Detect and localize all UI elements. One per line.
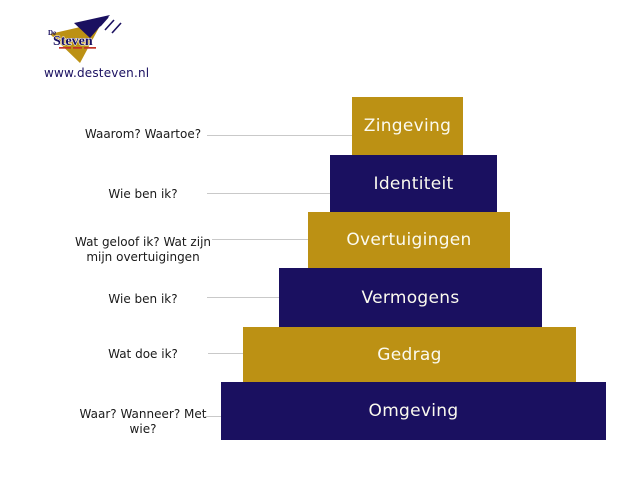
pyramid-level-label: Vermogens bbox=[361, 287, 460, 308]
question-label: Waar? Wanneer? Met wie? bbox=[79, 407, 207, 436]
desteven-logo: De Steven bbox=[48, 15, 122, 63]
logo-tagline-marks bbox=[59, 47, 96, 49]
connector-line bbox=[205, 416, 221, 417]
connector-line bbox=[212, 239, 308, 240]
pyramid-level-overtuigingen: Overtuigingen bbox=[308, 212, 510, 268]
question-label: Wie ben ik? bbox=[108, 187, 178, 201]
pyramid-level-label: Zingeving bbox=[363, 116, 452, 136]
pyramid-level-zingeving: Zingeving bbox=[352, 97, 463, 155]
pyramid-level-omgeving: Omgeving bbox=[221, 382, 606, 440]
logo-paper-plane-icon bbox=[74, 15, 110, 38]
connector-line bbox=[207, 135, 352, 136]
pyramid-level-identiteit: Identiteit bbox=[330, 155, 497, 212]
pyramid-level-label: Omgeving bbox=[368, 401, 459, 421]
connector-line bbox=[207, 193, 330, 194]
connector-line bbox=[207, 297, 279, 298]
question-label: Wat geloof ik? Wat zijn mijn overtuiging… bbox=[74, 235, 212, 264]
logo-brand-prefix: De bbox=[48, 29, 56, 37]
pyramid-level-gedrag: Gedrag bbox=[243, 327, 576, 382]
pyramid-level-label: Overtuigingen bbox=[346, 230, 472, 250]
connector-line bbox=[208, 353, 243, 354]
question-label: Wat doe ik? bbox=[108, 347, 178, 361]
pyramid-level-label: Gedrag bbox=[377, 344, 442, 365]
website-url: www.desteven.nl bbox=[44, 66, 150, 80]
question-label: Wie ben ik? bbox=[108, 292, 178, 306]
pyramid-level-vermogens: Vermogens bbox=[279, 268, 542, 327]
logo-speed-lines-icon bbox=[99, 16, 122, 34]
logo-brand-name: Steven bbox=[53, 34, 93, 49]
question-label: Waarom? Waartoe? bbox=[84, 127, 202, 141]
pyramid-level-label: Identiteit bbox=[373, 173, 454, 194]
